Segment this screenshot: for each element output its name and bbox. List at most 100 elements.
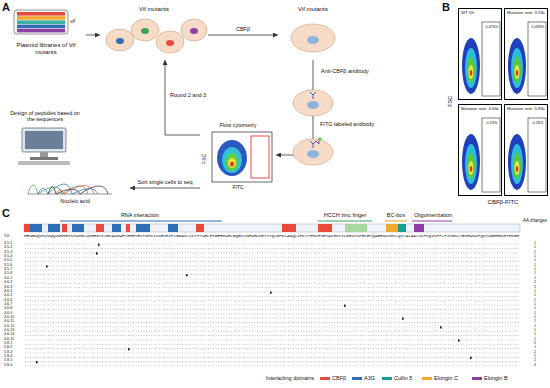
legend-text: CBFβ: [332, 375, 346, 381]
domain-segment: [414, 224, 424, 232]
node-subtext: FITC: [200, 185, 276, 191]
domain-segment: [126, 224, 130, 232]
node-text: Nucleic acid: [20, 198, 130, 204]
mutation-mark: [98, 244, 100, 246]
flow-cytometry-sketch: [212, 132, 272, 182]
cell-cluster: [106, 19, 207, 53]
row-label: 3.5-3: [4, 251, 23, 255]
plasmid-library: Plasmid libraries of Vif mutantsvif: [6, 6, 86, 64]
vif-protein: [190, 28, 198, 34]
axis-label: FSC: [447, 91, 453, 111]
node-text: Design of peptides based on the sequence…: [6, 110, 84, 123]
vif-protein: [166, 40, 174, 46]
mutation-mark: [440, 326, 442, 328]
aa-change-count: 2: [521, 281, 549, 285]
connector-label: Anti-CBFβ antibody: [320, 68, 370, 74]
panel-letter: A: [2, 1, 16, 14]
cell: [293, 139, 333, 165]
cell-group: Vif mutants: [100, 6, 208, 60]
computer: [18, 128, 70, 165]
domain-segment: [62, 224, 67, 232]
aa-change-count: 1: [521, 272, 549, 276]
aa-change-count: 2: [521, 316, 549, 320]
mutation-mark: [36, 361, 38, 363]
legend-swatch: [320, 377, 330, 380]
node-text: Mutation rate: 3.5‰: [507, 11, 547, 16]
domain-segment: [96, 224, 104, 232]
node-text: Vif mutants: [278, 6, 348, 13]
plasmid-outline: [14, 10, 68, 34]
density-peak: [230, 162, 234, 167]
legend-swatch: [472, 377, 482, 380]
cell: [156, 31, 184, 53]
plasmid-band: [17, 12, 65, 16]
legend-text: Cullin 5: [394, 375, 412, 381]
cell: [291, 24, 335, 52]
legend-item: CBFβ: [320, 375, 346, 381]
density-mid: [222, 147, 242, 173]
row-label: 4.6-2: [4, 281, 23, 285]
baseline: [28, 194, 112, 195]
domain-label: HCCH zinc finger: [315, 212, 375, 218]
flow-plot: WT Vif0.076%: [458, 8, 502, 100]
plasmid-band: [17, 20, 65, 24]
plasmid-band: [17, 25, 65, 29]
cell-column: [291, 24, 335, 165]
node-subtext: 0.16%: [483, 121, 501, 125]
antibody: [310, 141, 316, 148]
legend-item: Elongin C: [422, 375, 458, 381]
plot-frame: [212, 132, 272, 182]
legend-item: A3G: [352, 375, 375, 381]
step-label: FITC-labeled antibody: [320, 121, 390, 127]
legend-text: Elongin B: [484, 375, 508, 381]
domain-label: BC-box: [380, 212, 412, 218]
domain-segment: [398, 224, 406, 232]
row-label: 5.8-6: [4, 364, 23, 368]
arrow-connector: [208, 35, 278, 36]
sequence-bar: [24, 224, 520, 232]
aa-change-count: 3: [521, 364, 549, 368]
cell: [181, 19, 207, 41]
density-plot: [462, 118, 500, 192]
domain-segment: [24, 224, 30, 232]
node-text: Mutation rate: 4.6‰: [461, 107, 501, 112]
vif-protein: [141, 28, 149, 34]
trace: [56, 186, 94, 195]
domain-segment: [72, 224, 84, 232]
density-outer: [217, 140, 247, 176]
density-inner: [226, 153, 239, 171]
mutation-mark: [344, 305, 346, 307]
cbfb-protein: [307, 150, 319, 158]
panel-letter: B: [442, 1, 456, 14]
keyboard: [18, 161, 70, 165]
flow-plot: Mutation rate: 4.6‰ 0.16%: [458, 104, 502, 196]
domain-segment: [318, 224, 332, 232]
flow-plot: Mutation rate: 3.5‰0.096%: [504, 8, 548, 100]
axis-label: CBFβ-FITC: [458, 199, 548, 206]
legend-swatch: [352, 377, 362, 380]
aa-change-count: 1: [521, 251, 549, 255]
cell: [131, 19, 159, 41]
legend-swatch: [422, 377, 432, 380]
connector-label: Sort single cells to seq: [136, 179, 193, 185]
density-plot: [508, 118, 546, 192]
antibody: [310, 92, 316, 99]
legend-swatch: [382, 377, 392, 380]
mutation-mark: [458, 339, 460, 341]
monitor: [22, 128, 66, 152]
secondary-antibody: [316, 140, 319, 144]
row-label: 4.6-7: [4, 303, 23, 307]
plasmid-band: [17, 16, 65, 20]
domain-bracket: [318, 220, 372, 221]
sort-gate: [251, 136, 269, 178]
mutation-mark: [96, 252, 98, 254]
plasmid-stack: [14, 10, 68, 34]
panel-letter: C: [2, 207, 16, 220]
legend-text: A3G: [364, 375, 375, 381]
node-subtext: vif: [70, 19, 84, 25]
arrow-connector: [130, 188, 200, 189]
node-subtext: FSC: [202, 151, 208, 167]
node-text: Mutation rate: 5.8‰: [507, 107, 547, 112]
connector-label: Round 2 and 3: [169, 92, 207, 98]
